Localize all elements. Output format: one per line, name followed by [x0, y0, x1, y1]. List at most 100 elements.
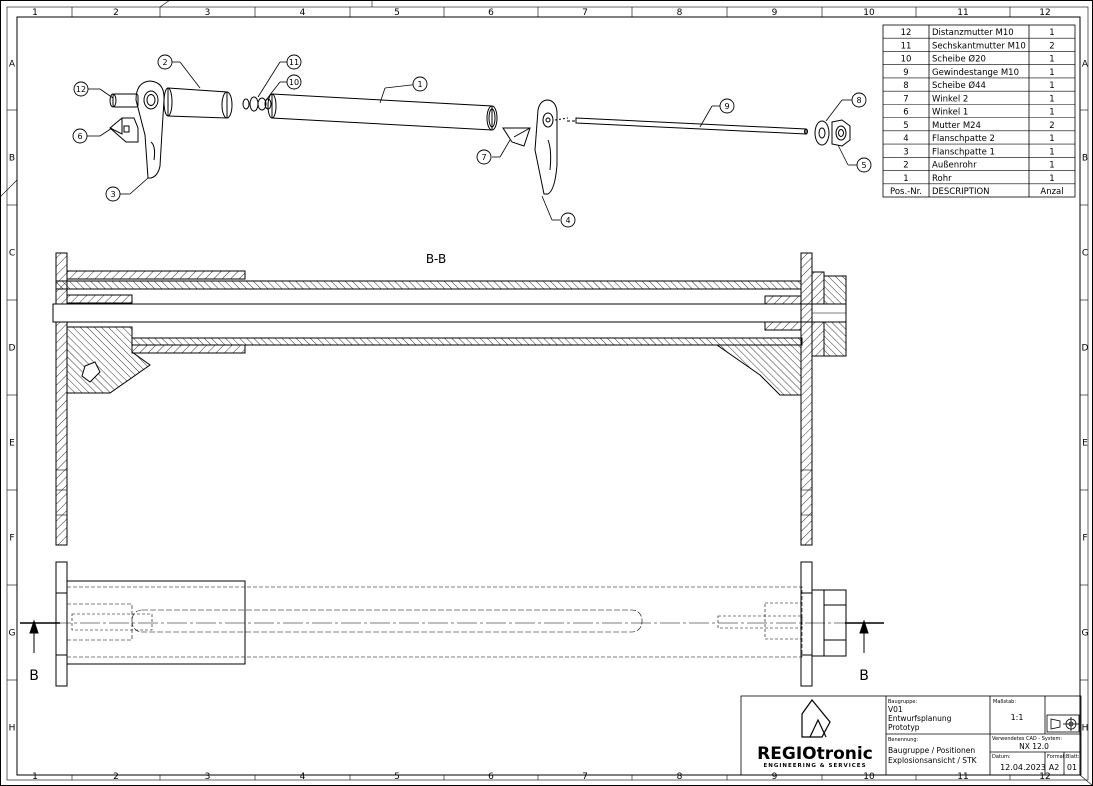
bom-pos: 3	[903, 147, 908, 157]
bom-pos: 2	[903, 161, 908, 171]
bom-description: Distanzmutter M10	[932, 28, 1014, 38]
balloon-number: 1	[417, 80, 422, 89]
bom-pos: 1	[903, 174, 908, 184]
datum-label: Datum:	[992, 754, 1011, 760]
bom-header-description: DESCRIPTION	[932, 187, 990, 197]
massstab-value: 1:1	[1011, 713, 1024, 722]
frame-col-label-bottom: 5	[394, 772, 400, 782]
balloon: 4	[560, 212, 576, 228]
part-flanschpatte-1	[135, 80, 165, 179]
format-label: Format:	[1047, 754, 1067, 760]
bom-quantity: 1	[1049, 108, 1054, 118]
balloon: 3	[105, 186, 121, 202]
bom-row: 8 Scheibe Ø44 1	[903, 80, 1054, 91]
frame-col-label-top: 3	[205, 8, 211, 18]
frame-col-label-bottom: 6	[488, 772, 494, 782]
bom-quantity: 1	[1049, 147, 1054, 157]
bom-quantity: 1	[1049, 81, 1054, 91]
part-rohr	[267, 93, 498, 131]
section-mark-right: B	[859, 668, 869, 684]
balloon: 5	[856, 157, 872, 173]
bom-pos: 4	[903, 134, 908, 144]
bom-description: Rohr	[932, 174, 952, 184]
baugruppe-line-1: V01	[888, 705, 903, 714]
bom-description: Flanschpatte 1	[932, 147, 995, 157]
frame-row-label-right: G	[1082, 629, 1089, 639]
bom-row: 3 Flanschpatte 1 1	[903, 147, 1054, 157]
bom-pos: 6	[903, 108, 908, 118]
frame-col-label-top: 1	[32, 8, 38, 18]
balloon-number: 8	[856, 96, 861, 105]
frame-row-label-right: E	[1082, 439, 1088, 449]
benennung-line-1: Baugruppe / Positionen	[888, 746, 975, 755]
company-logo-subtitle: ENGINEERING & SERVICES	[763, 763, 866, 769]
frame-col-label-top: 10	[863, 8, 875, 18]
frame-col-label-top: 8	[677, 8, 683, 18]
balloon-number: 2	[162, 58, 167, 67]
bom-pos: 7	[903, 94, 908, 104]
balloon: 8	[851, 92, 867, 108]
frame-row-label-left: E	[9, 439, 15, 449]
frame-col-label-top: 7	[582, 8, 588, 18]
bom-description: Sechskantmutter M10	[932, 41, 1026, 51]
part-flanschpatte-2	[534, 99, 569, 195]
bom-quantity: 2	[1049, 121, 1054, 131]
frame-col-label-bottom: 4	[300, 772, 306, 782]
bom-quantity: 1	[1049, 134, 1054, 144]
section-view-bb	[52, 252, 847, 546]
baugruppe-line-3: Prototyp	[888, 723, 920, 732]
company-logo	[801, 699, 831, 738]
bom-quantity: 1	[1049, 68, 1054, 78]
bom-row: 6 Winkel 1 1	[903, 108, 1054, 118]
balloon: 2	[157, 54, 173, 70]
frame-col-label-top: 4	[300, 8, 306, 18]
frame-row-label-right: F	[1082, 534, 1087, 544]
frame-row-label-left: G	[9, 629, 16, 639]
projection-symbol-icon	[1046, 714, 1080, 733]
frame-col-label-top: 5	[394, 8, 400, 18]
benennung-label: Benennung:	[888, 737, 919, 743]
bom-header-row: Pos.-Nr. DESCRIPTION Anzal	[890, 187, 1064, 197]
frame-col-label-bottom: 2	[113, 772, 119, 782]
balloon: 6	[72, 128, 88, 144]
frame-col-label-bottom: 9	[772, 772, 778, 782]
datum-value: 12.04.2023	[1000, 763, 1046, 772]
section-arrows	[29, 619, 869, 653]
part-winkel-2	[502, 127, 531, 147]
frame-col-label-top: 6	[488, 8, 494, 18]
bom-description: Scheibe Ø44	[932, 80, 986, 91]
frame-row-label-right: B	[1082, 154, 1088, 164]
bom-description: Winkel 2	[932, 94, 968, 104]
frame-row-label-left: D	[9, 344, 16, 354]
frame-col-label-bottom: 8	[677, 772, 683, 782]
bom-description: Gewindestange M10	[932, 68, 1019, 78]
bom-description: Außenrohr	[932, 161, 977, 171]
balloons	[87, 61, 857, 221]
format-value: A2	[1049, 763, 1060, 772]
bom-description: Winkel 1	[932, 108, 968, 118]
balloon: 11	[286, 54, 302, 70]
bom-pos: 12	[901, 28, 912, 38]
balloon-number: 6	[77, 132, 82, 141]
balloon-number: 9	[724, 102, 729, 111]
frame-row-label-left: C	[9, 249, 15, 259]
part-scheibe-mutter	[814, 119, 851, 147]
balloon: 1	[412, 76, 428, 92]
section-view-title: B-B	[426, 252, 446, 266]
frame-col-label-top: 9	[772, 8, 778, 18]
part-aussenrohr	[163, 87, 233, 119]
bom-pos: 8	[903, 81, 908, 91]
exploded-view	[109, 80, 851, 195]
frame-col-label-bottom: 12	[1039, 772, 1050, 782]
part-winkel-1	[109, 117, 139, 143]
balloon: 12	[73, 81, 89, 97]
balloon-number: 10	[289, 78, 299, 87]
frame-row-label-left: B	[9, 154, 15, 164]
bom-pos: 5	[903, 121, 908, 131]
